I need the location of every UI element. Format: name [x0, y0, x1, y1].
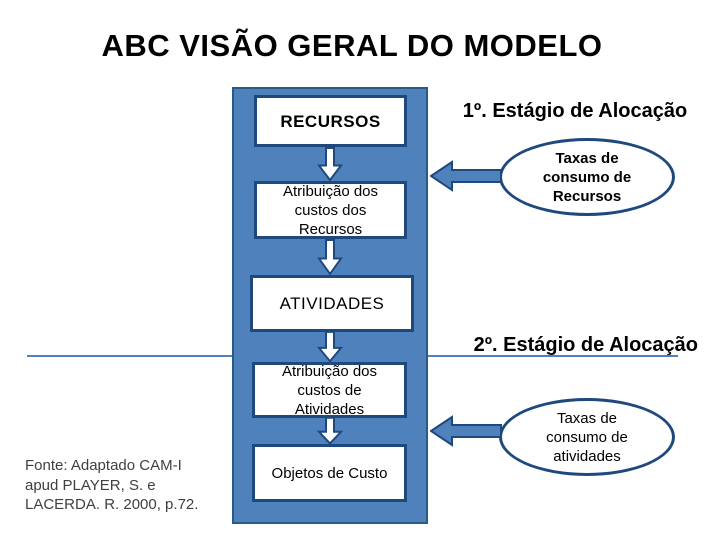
box-atividades: ATIVIDADES — [250, 275, 414, 332]
ellipse-taxas-consumo-atividades: Taxas de consumo de atividades — [499, 398, 675, 476]
stage2-heading: 2º. Estágio de Alocação — [473, 334, 698, 356]
box-recursos: RECURSOS — [254, 95, 407, 147]
box-line: Atribuição dos — [282, 182, 379, 200]
left-arrow-icon — [430, 159, 502, 193]
left-arrow-icon — [430, 414, 502, 448]
box-line: Atividades — [294, 400, 365, 418]
box-atribuicao-custos-atividades: Atribuição dos custos de Atividades — [252, 362, 407, 418]
box-recursos-label: RECURSOS — [280, 111, 381, 131]
down-arrow-icon — [317, 147, 343, 182]
ellipse-line: atividades — [553, 447, 621, 465]
source-note: Fonte: Adaptado CAM-I apud PLAYER, S. e … — [25, 456, 240, 515]
box-line: Atribuição dos — [281, 362, 378, 380]
ellipse-line: Recursos — [552, 187, 622, 205]
ellipse-line: consumo de — [546, 428, 628, 446]
box-line: Recursos — [298, 220, 363, 238]
box-line: custos de — [297, 381, 362, 399]
stage1-heading: 1º. Estágio de Alocação — [462, 100, 688, 122]
source-note-line: apud PLAYER, S. e — [25, 476, 156, 494]
down-arrow-icon — [317, 417, 343, 445]
down-arrow-icon — [317, 239, 343, 276]
box-objetos-label: Objetos de Custo — [271, 464, 388, 482]
source-note-line: LACERDA. R. 2000, p.72. — [25, 496, 199, 513]
down-arrow-icon — [317, 331, 343, 363]
ellipse-line: Taxas de — [556, 409, 618, 427]
box-atribuicao-custos-recursos: Atribuição dos custos dos Recursos — [254, 181, 407, 239]
box-objetos-de-custo: Objetos de Custo — [252, 444, 407, 502]
source-note-line: Fonte: Adaptado CAM-I — [25, 457, 182, 474]
box-line: custos dos — [294, 201, 367, 219]
ellipse-line: Taxas de — [555, 149, 619, 167]
ellipse-taxas-consumo-recursos: Taxas de consumo de Recursos — [499, 138, 675, 216]
box-atividades-label: ATIVIDADES — [279, 294, 385, 313]
ellipse-line: consumo de — [542, 168, 632, 186]
slide-title: ABC VISÃO GERAL DO MODELO — [101, 28, 603, 63]
